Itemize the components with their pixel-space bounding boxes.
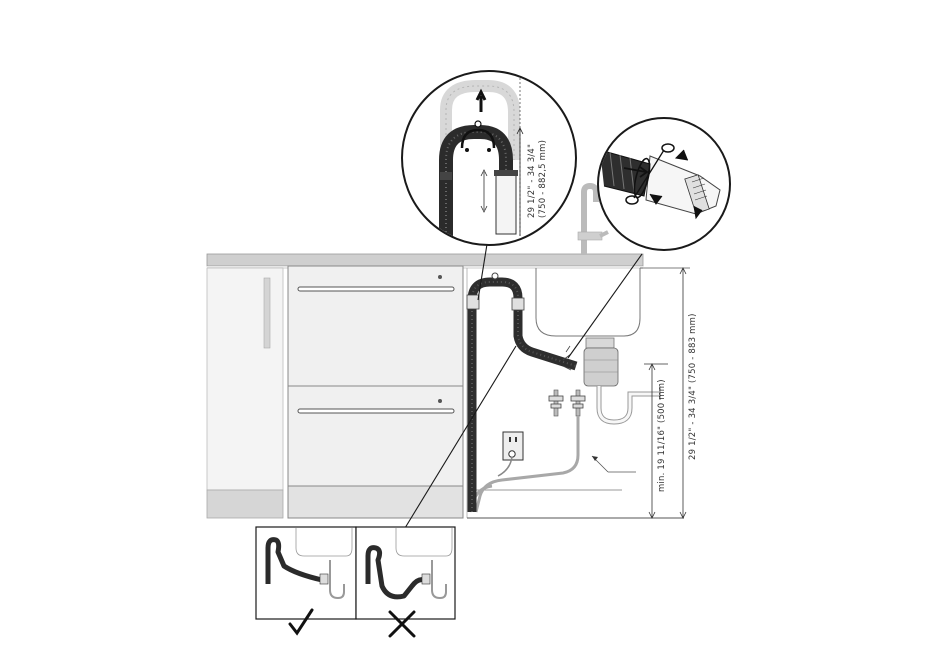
hose-clamp-detail-inset	[598, 118, 730, 250]
drain-hose	[467, 273, 576, 512]
garbage-disposer	[584, 338, 618, 386]
p-trap	[599, 386, 660, 422]
inset-height-label-metric: (750 - 882,5 mm)	[538, 140, 548, 218]
incorrect-routing-example	[356, 527, 455, 619]
water-supply-line	[470, 416, 636, 512]
electrical-outlet	[498, 432, 523, 476]
dishwasher	[288, 266, 463, 518]
total-height-label: 29 1/2" - 34 3/4" (750 - 883 mm)	[688, 313, 698, 460]
correct-routing-example	[256, 527, 356, 619]
min-height-label: min. 19 11/16" (500 mm)	[657, 379, 667, 492]
hose-hook-detail-inset	[402, 71, 576, 245]
water-supply-valves	[549, 390, 585, 416]
left-cabinet	[207, 268, 283, 518]
inset-height-label-imperial: 29 1/2" - 34 3/4"	[527, 144, 537, 218]
